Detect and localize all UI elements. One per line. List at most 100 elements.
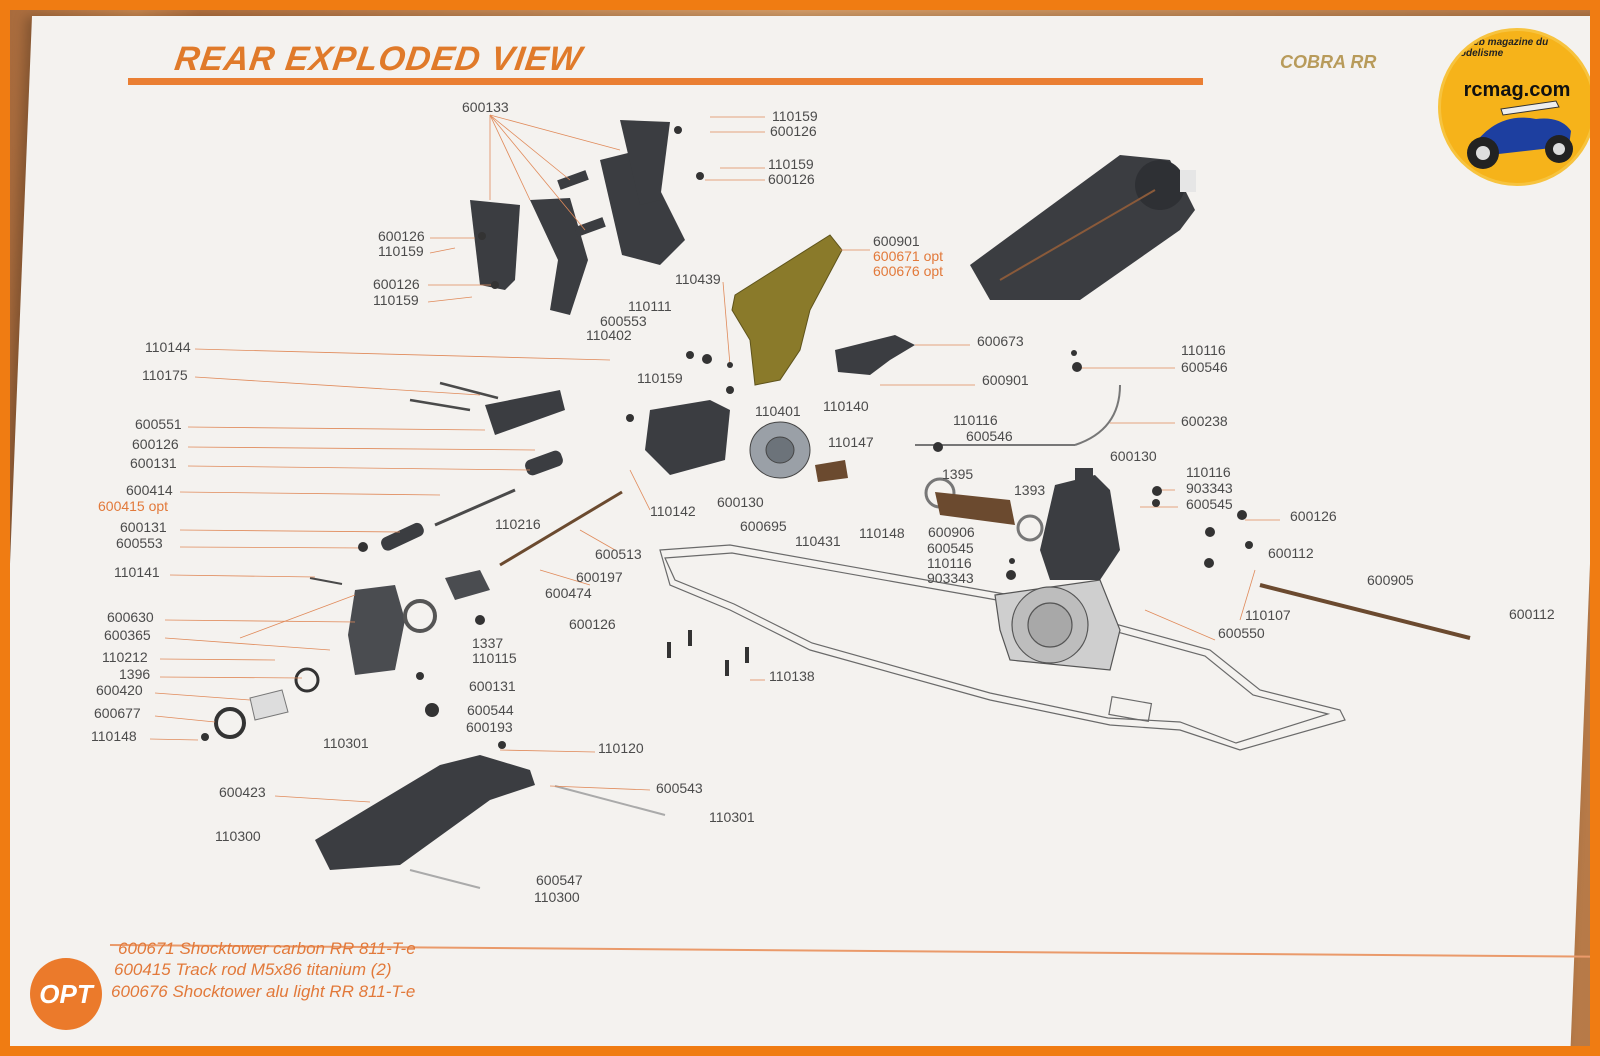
part-label: 110115 <box>472 650 517 666</box>
part-label: 600126 <box>132 436 179 452</box>
part-label: 600112 <box>1509 606 1555 622</box>
part-label: 1393 <box>1014 482 1046 498</box>
opt-badge: OPT <box>30 958 102 1030</box>
part-label: 600131 <box>469 678 516 694</box>
part-label: 110144 <box>145 339 191 355</box>
part-label: 600630 <box>107 609 154 625</box>
part-label: 600901 <box>982 372 1029 388</box>
part-label: 110301 <box>323 735 369 751</box>
part-label: 600126 <box>373 276 420 292</box>
part-label: 110120 <box>598 740 644 756</box>
part-label: 110148 <box>91 728 137 744</box>
buggy-icon <box>1467 100 1573 169</box>
part-label: 600547 <box>536 872 583 888</box>
part-label: 110142 <box>650 503 696 519</box>
brand-logo: COBRA RR <box>1280 52 1377 72</box>
part-label: 110148 <box>859 525 905 541</box>
part-label: 600133 <box>462 99 509 115</box>
part-label: 600414 <box>126 482 173 498</box>
part-label: 110116 <box>927 555 972 571</box>
linkages <box>381 335 915 551</box>
part-label: 1395 <box>942 466 974 482</box>
rear-bulkhead <box>1040 468 1120 580</box>
part-label: 600415 opt <box>98 498 169 514</box>
part-label: 600553 <box>116 535 163 551</box>
part-label: 110138 <box>769 668 815 684</box>
part-label: 600197 <box>576 569 623 585</box>
part-label: 110300 <box>534 889 580 905</box>
part-label: 110147 <box>828 434 874 450</box>
part-label: 600126 <box>1290 508 1337 524</box>
part-label: 110116 <box>1186 464 1231 480</box>
wing-mounts <box>470 120 685 315</box>
part-label: 1337 <box>472 635 504 651</box>
part-label: 110141 <box>114 564 160 580</box>
part-label: 110402 <box>586 327 632 343</box>
part-label: 600673 <box>977 333 1024 349</box>
part-label: 600553 <box>600 313 647 329</box>
part-label: 110300 <box>215 828 261 844</box>
leader-lines <box>149 114 1280 803</box>
part-label: 600193 <box>466 719 513 735</box>
part-label: 110159 <box>637 370 683 386</box>
part-label: 600131 <box>130 455 177 471</box>
part-label: 110159 <box>373 292 419 308</box>
part-label: 600126 <box>768 171 815 187</box>
part-label: 110140 <box>823 398 869 414</box>
part-label: 600676 opt <box>873 263 944 279</box>
part-label: 110212 <box>102 649 148 665</box>
hub-carrier <box>214 460 1044 739</box>
title-underline <box>128 78 1203 85</box>
exploded-diagram <box>149 114 1471 889</box>
differential <box>749 421 811 479</box>
part-label: 600671 opt <box>873 248 944 264</box>
part-label: 600543 <box>656 780 703 796</box>
part-label: 600905 <box>1367 572 1414 588</box>
part-label: 600423 <box>219 784 266 800</box>
part-label: 600420 <box>96 682 143 698</box>
part-label: 110107 <box>1245 607 1291 623</box>
part-label: 903343 <box>1186 480 1233 496</box>
part-label: 600474 <box>545 585 592 601</box>
part-label: 600130 <box>717 494 764 510</box>
part-label: 600112 <box>1268 545 1314 561</box>
part-label: 600131 <box>120 519 167 535</box>
rcmag-logo: Le web magazine du modelisme rcmag.com <box>1438 28 1590 186</box>
part-label: 110116 <box>953 412 998 428</box>
part-label: 600545 <box>927 540 974 556</box>
part-label: 600130 <box>1110 448 1157 464</box>
shock-tower <box>731 234 843 386</box>
part-label: 600546 <box>966 428 1013 444</box>
small-hardware <box>201 126 1253 749</box>
part-label: 110431 <box>795 533 841 549</box>
part-label: 110401 <box>755 403 801 419</box>
part-label: 110159 <box>768 156 814 172</box>
chassis-plate <box>659 544 1346 751</box>
part-label: 903343 <box>927 570 974 586</box>
lower-arm <box>315 755 535 870</box>
part-label: 600544 <box>467 702 514 718</box>
part-label: 110159 <box>378 243 424 259</box>
part-label: 600126 <box>378 228 425 244</box>
part-label: 110175 <box>142 367 188 383</box>
part-label: 110439 <box>675 271 721 287</box>
logo-tagline: Le web magazine du modelisme <box>1451 37 1549 59</box>
part-label: 600906 <box>928 524 975 540</box>
part-label: 110111 <box>628 298 672 314</box>
logo-site: rcmag.com <box>1463 79 1571 101</box>
part-label: 110216 <box>495 516 541 532</box>
manual-content: REAR EXPLODED VIEW COBRA RR <box>10 10 1590 1046</box>
part-label: 110301 <box>709 809 755 825</box>
part-label: 110159 <box>772 108 818 124</box>
gearbox-assembly <box>994 579 1121 671</box>
part-label: 600677 <box>94 705 141 721</box>
option-line-3: 600676 Shocktower alu light RR 811-T-e <box>111 982 416 1001</box>
part-label: 600551 <box>135 416 182 432</box>
part-label: 600238 <box>1181 413 1228 429</box>
part-label: 600695 <box>740 518 787 534</box>
part-label: 1396 <box>119 666 151 682</box>
part-label: 600545 <box>1186 496 1233 512</box>
option-line-2: 600415 Track rod M5x86 titanium (2) <box>114 960 392 979</box>
part-label: 600365 <box>104 627 151 643</box>
part-label: 110116 <box>1181 342 1226 358</box>
